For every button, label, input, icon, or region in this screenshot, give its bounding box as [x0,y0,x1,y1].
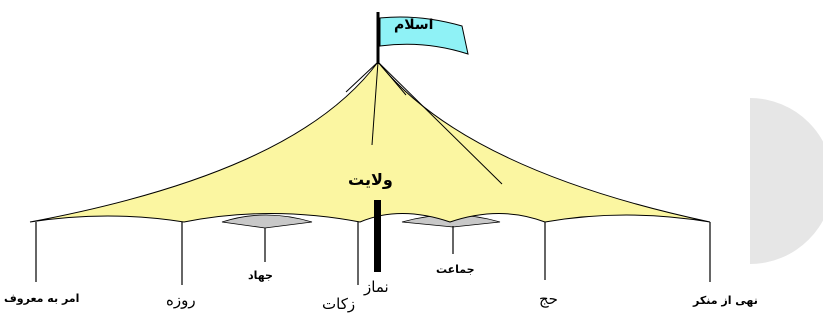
corner-arc [750,98,823,264]
